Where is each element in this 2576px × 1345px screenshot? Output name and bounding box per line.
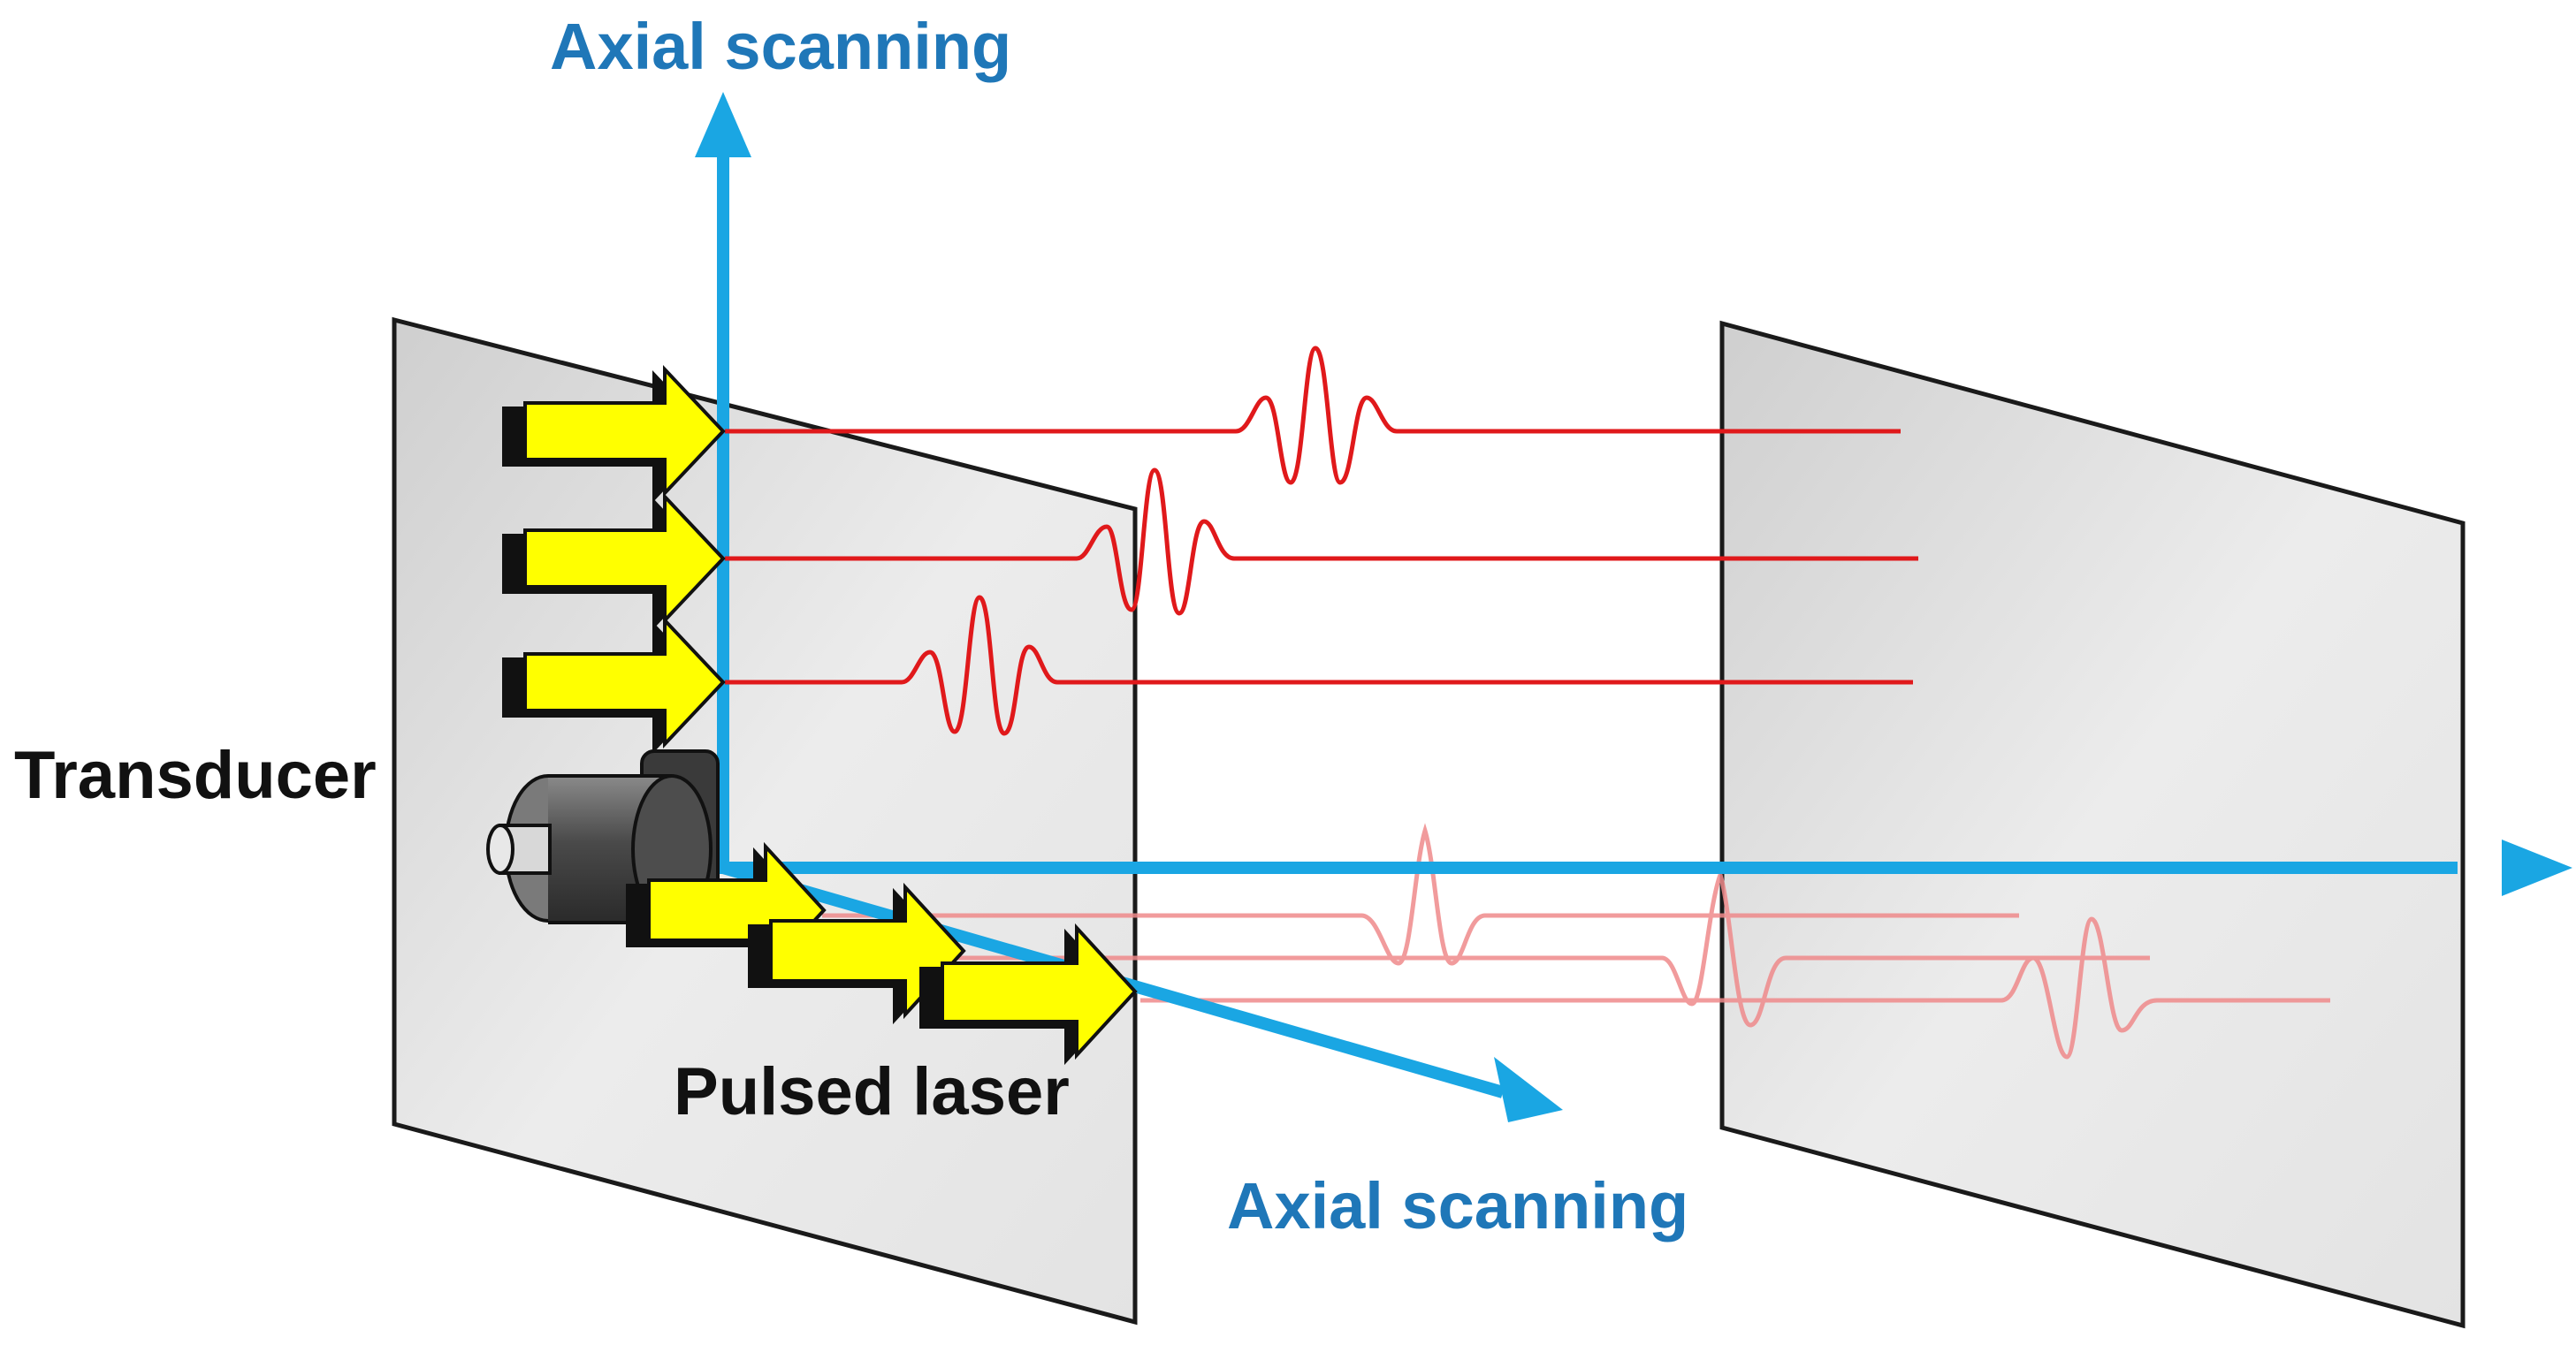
- depth-axis-arrowhead: [2502, 840, 2572, 896]
- upper-laser-arrows: [502, 364, 726, 755]
- transducer-label: Transducer: [14, 738, 377, 813]
- arrow-right-icon: [941, 923, 1138, 1060]
- lateral-axis-arrowhead: [1494, 1057, 1563, 1122]
- lower-pulse-line-3: [1140, 916, 2330, 1060]
- arrow-right-icon: [523, 491, 726, 626]
- arrow-right-icon: [523, 615, 726, 749]
- laser-arrow-3: [502, 615, 726, 755]
- upper-pulse-group: [725, 346, 1918, 736]
- axial-scanning-label-bottom: Axial scanning: [1227, 1169, 1689, 1242]
- upper-pulse-line-1: [725, 346, 1901, 485]
- laser-arrow-1: [502, 364, 726, 504]
- lower-pulse-group: [822, 823, 2330, 1060]
- upper-pulse-line-2: [725, 467, 1918, 616]
- axial-scanning-label-top: Axial scanning: [550, 10, 1012, 83]
- lower-laser-arrows: [626, 841, 1138, 1066]
- axial-scanning-axes: [695, 92, 2572, 1122]
- arrow-right-icon: [523, 364, 726, 498]
- lower-pulse-line-1: [822, 823, 2019, 966]
- laser-arrow-6: [919, 923, 1138, 1066]
- laser-arrow-2: [502, 491, 726, 631]
- pulsed-laser-label: Pulsed laser: [674, 1054, 1070, 1129]
- vertical-axis-arrowhead: [695, 92, 751, 157]
- back-imaging-plane: [1719, 320, 2465, 1329]
- upper-pulse-line-3: [725, 595, 1913, 736]
- front-imaging-plane: [392, 316, 1138, 1326]
